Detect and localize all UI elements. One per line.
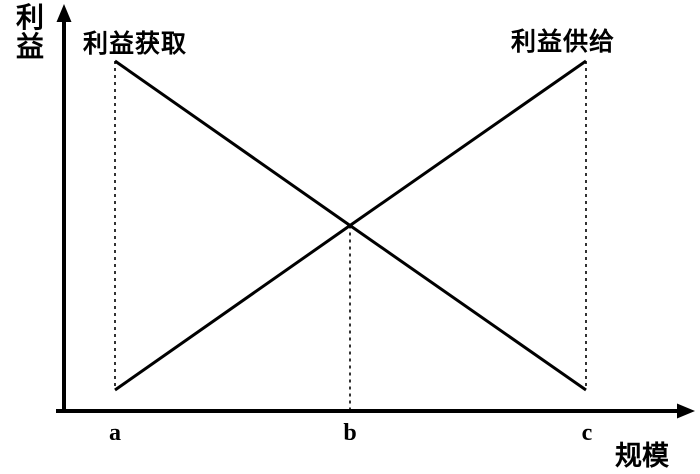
tick-label-c: c (581, 420, 593, 446)
x-axis-arrow-icon (677, 403, 695, 419)
line-label-supply: 利益供给 (511, 29, 616, 56)
series-line-1 (114, 59, 587, 392)
x-axis-label: 规模 (615, 441, 669, 471)
tick-label-a: a (109, 420, 121, 446)
series-lines (114, 59, 587, 392)
tick-label-b: b (343, 420, 357, 446)
y-axis-arrow-icon (56, 4, 72, 22)
y-axis-label: 利益 (15, 3, 44, 64)
dashed-guide-lines (114, 61, 587, 409)
line-label-acquire: 利益获取 (83, 31, 188, 58)
